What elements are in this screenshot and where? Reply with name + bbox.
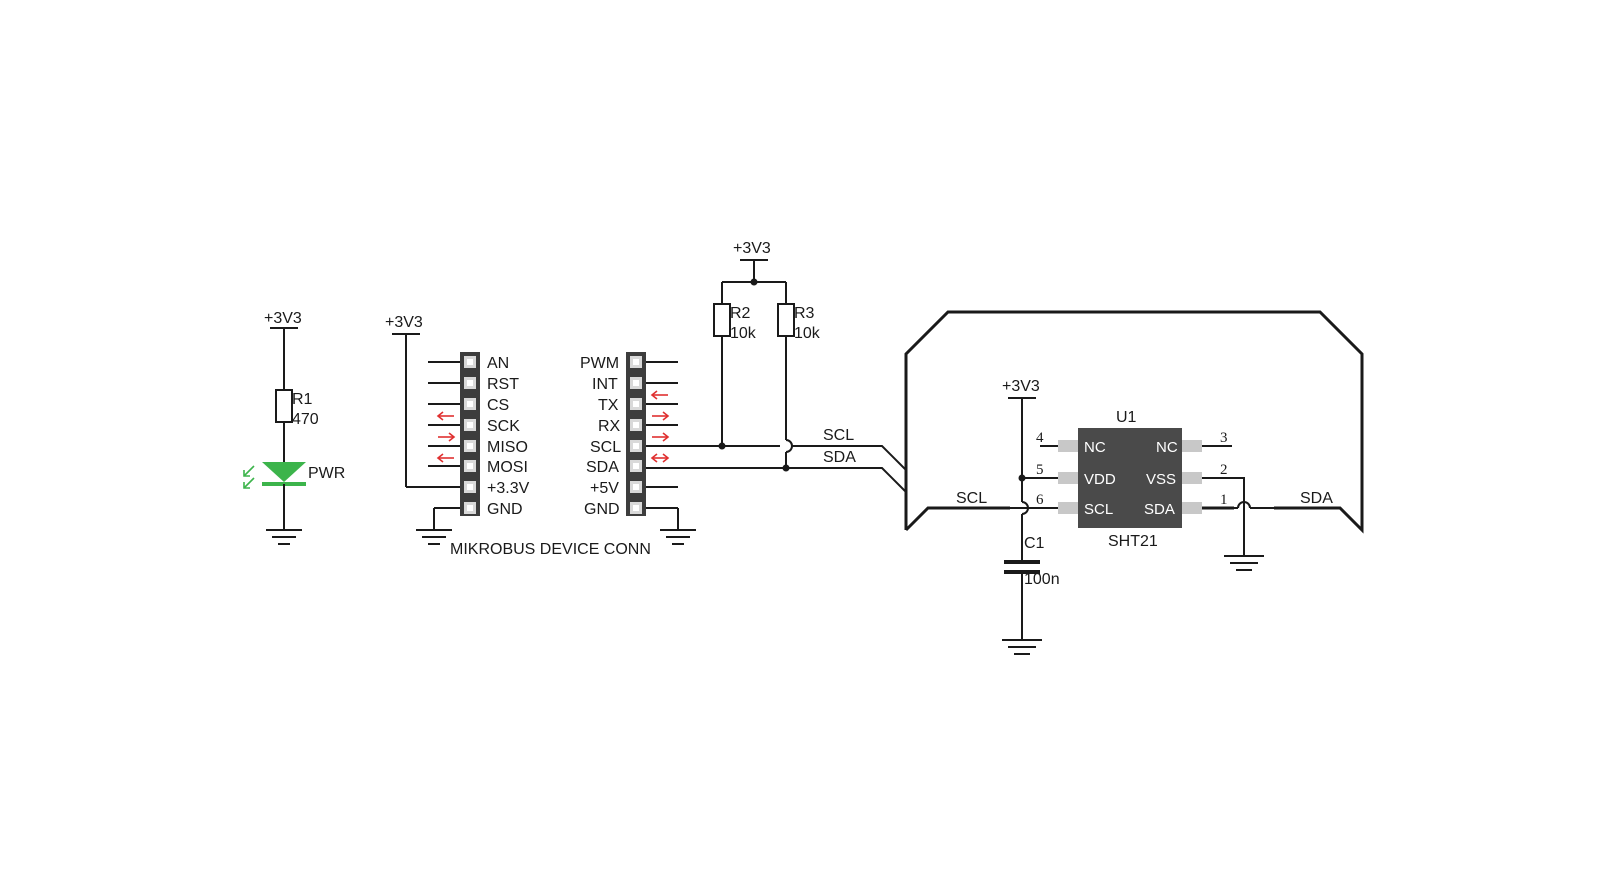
wire-crossover-hop <box>785 439 793 453</box>
pin-label-3v3: +3.3V <box>487 480 530 497</box>
pin-label-tx: TX <box>598 397 619 414</box>
pin-label-mosi: MOSI <box>487 459 528 476</box>
u1-part: SHT21 <box>1108 533 1158 550</box>
r2-ref: R2 <box>730 305 751 322</box>
led-section: +3V3 R1 470 PWR <box>243 310 345 545</box>
net-label-scl-bus: SCL <box>823 427 854 444</box>
supply-label-led: +3V3 <box>264 310 302 327</box>
supply-label-sensor: +3V3 <box>1002 378 1040 395</box>
left-pin-header <box>460 352 480 516</box>
pin-label-rx: RX <box>598 418 621 435</box>
r3-ref: R3 <box>794 305 815 322</box>
c1-value: 100n <box>1024 571 1060 588</box>
scl-wire-b <box>792 445 907 471</box>
net-label-scl-sensor: SCL <box>956 490 987 507</box>
right-direction-arrows-icon <box>650 390 670 463</box>
pin-label-gnd-left: GND <box>487 501 523 518</box>
pin-label-scl: SCL <box>590 439 621 456</box>
mikrobus-title: MIKROBUS DEVICE CONN <box>450 541 651 558</box>
pin-label-gnd-right: GND <box>584 501 620 518</box>
pin-num-6: 6 <box>1036 492 1044 508</box>
pin-num-3: 3 <box>1220 430 1228 446</box>
pin-num-1: 1 <box>1220 492 1228 508</box>
ground-icon <box>266 529 302 545</box>
r2-value: 10k <box>730 325 757 342</box>
pin-label-int: INT <box>592 376 618 393</box>
pin-label-pwm: PWM <box>580 355 619 372</box>
left-direction-arrows-icon <box>436 411 456 463</box>
ground-icon <box>416 529 452 545</box>
ground-icon <box>1224 555 1264 571</box>
r1-ref: R1 <box>292 391 313 408</box>
led-triangle-icon <box>262 462 306 482</box>
pin-label-sda: SDA <box>586 459 619 476</box>
r3-resistor-body <box>777 303 795 337</box>
pin-label-cs: CS <box>487 397 509 414</box>
net-label-sda-sensor: SDA <box>1300 490 1333 507</box>
wire-vss <box>1202 477 1245 502</box>
chip-pin-name-vdd: VDD <box>1084 471 1116 488</box>
pin-label-miso: MISO <box>487 439 528 456</box>
pin-label-5v: +5V <box>590 480 619 497</box>
chip-pads <box>1058 440 1202 514</box>
right-pin-header <box>626 352 646 516</box>
ground-icon <box>1002 639 1042 655</box>
sda-wire <box>646 467 907 493</box>
pin-label-sck: SCK <box>487 418 520 435</box>
pullup-section: +3V3 R2 10k R3 10k <box>713 240 821 472</box>
mikrobus-connector: +3V3 <box>385 314 696 558</box>
supply-label-mikrobus: +3V3 <box>385 314 423 331</box>
u1-ref: U1 <box>1116 409 1137 426</box>
r3-value: 10k <box>794 325 821 342</box>
r1-value: 470 <box>292 411 319 428</box>
pin-num-4: 4 <box>1036 430 1044 446</box>
right-pin-stubs <box>646 361 678 488</box>
r1-resistor-body <box>275 389 293 423</box>
chip-pin-name-sda: SDA <box>1144 501 1175 518</box>
r2-resistor-body <box>713 303 731 337</box>
led-emission-arrows-icon <box>243 465 255 489</box>
chip-pin-name-vss: VSS <box>1146 471 1176 488</box>
left-pin-stubs <box>428 361 462 467</box>
net-label-sda-bus: SDA <box>823 449 856 466</box>
c1-ref: C1 <box>1024 535 1045 552</box>
chip-pin-name-scl: SCL <box>1084 501 1113 518</box>
ground-icon <box>660 529 696 545</box>
pin-num-5: 5 <box>1036 462 1044 478</box>
chip-pin-name-nc-left: NC <box>1084 439 1106 456</box>
bus-wires: SCL SDA <box>646 427 907 493</box>
sht21-chip-body <box>1078 428 1182 528</box>
led-label: PWR <box>308 465 345 482</box>
pin-label-rst: RST <box>487 376 519 393</box>
supply-label-pullup: +3V3 <box>733 240 771 257</box>
pin-label-an: AN <box>487 355 509 372</box>
sensor-section: +3V3 C1 100n U1 SHT21 <box>1002 378 1274 655</box>
chip-pin-name-nc-right: NC <box>1156 439 1178 456</box>
pin-num-2: 2 <box>1220 462 1228 478</box>
